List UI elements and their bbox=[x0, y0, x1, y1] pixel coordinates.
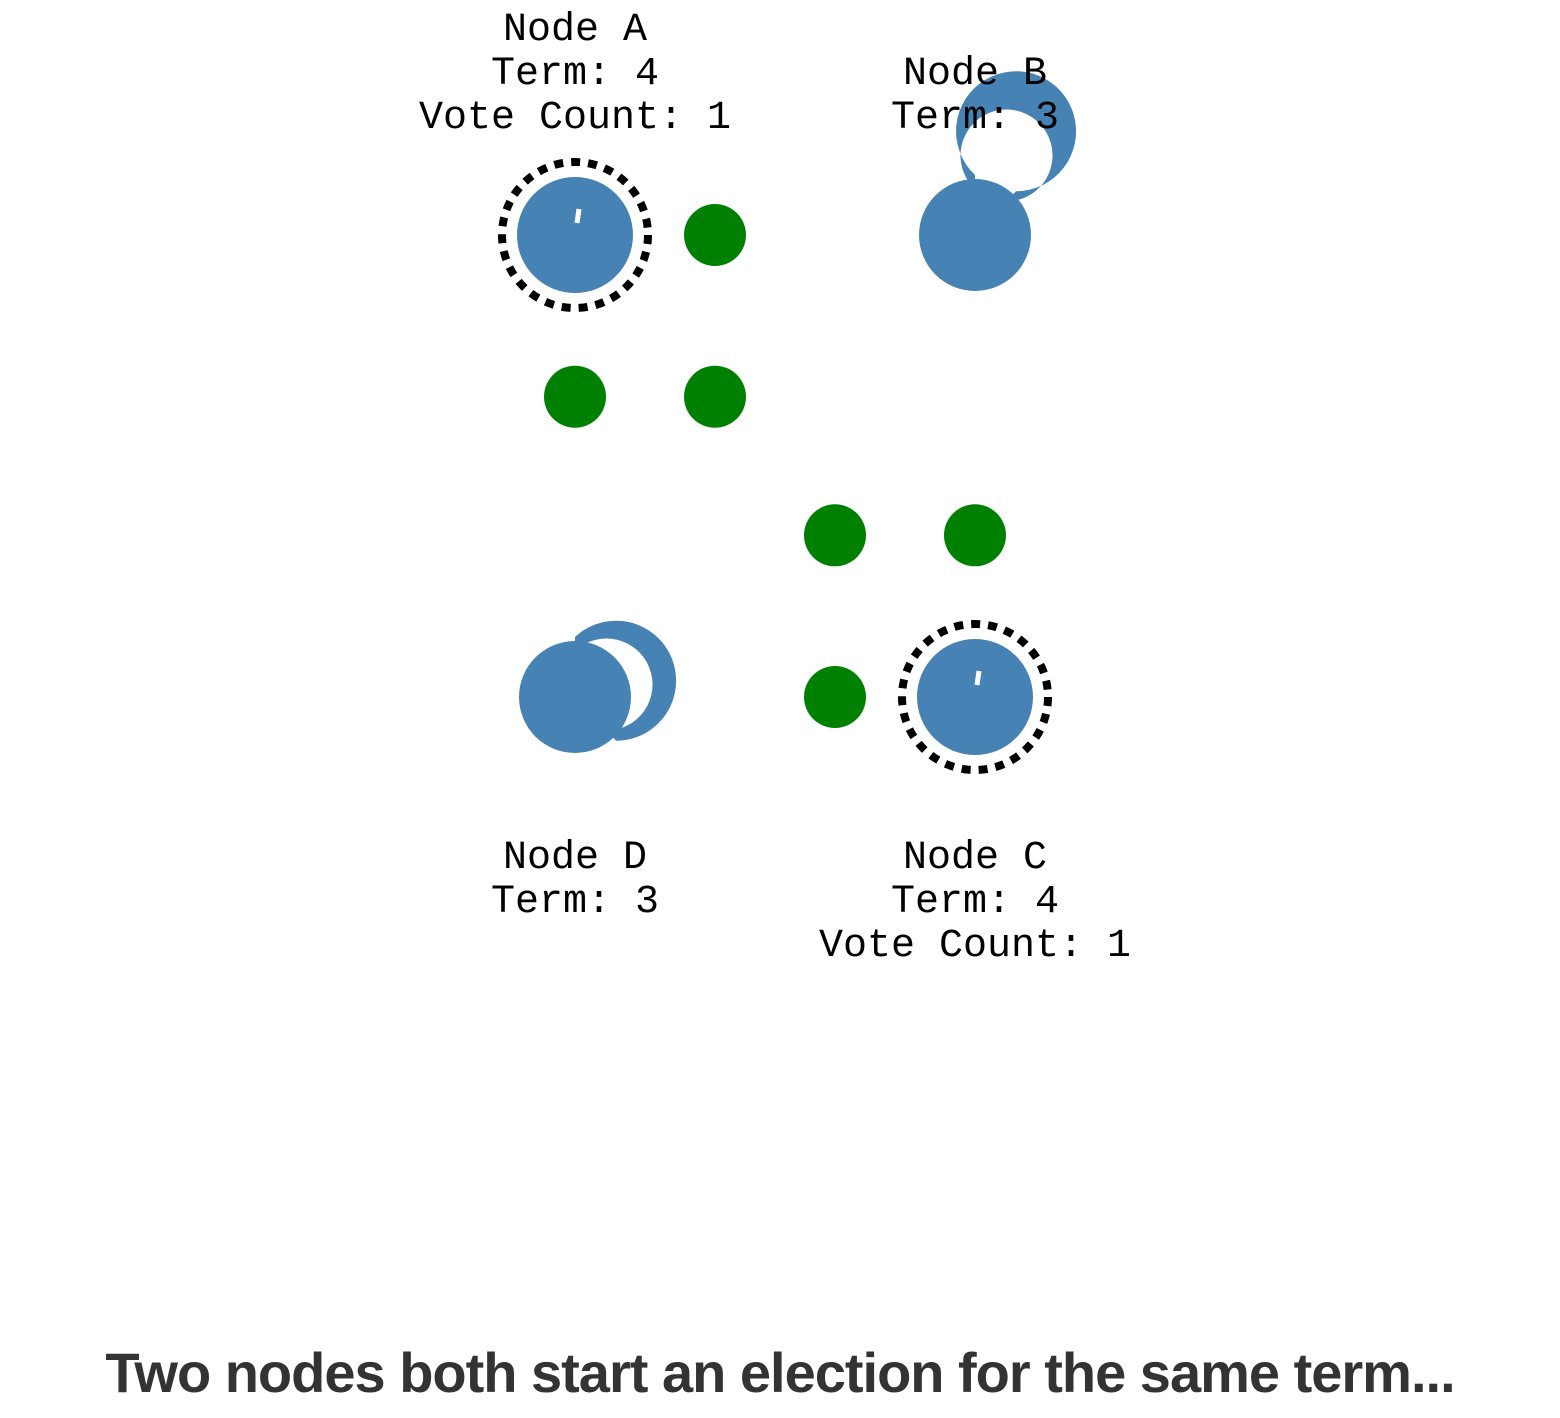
vote-request-message-c-to-b bbox=[944, 504, 1006, 567]
node-c-timeout-marker bbox=[974, 670, 982, 686]
node-b bbox=[919, 71, 1077, 291]
node-name-label-a: Node A bbox=[503, 8, 647, 53]
vote-request-message-c-to-a bbox=[804, 504, 866, 567]
node-term-label-b: Term: 3 bbox=[891, 96, 1059, 141]
node-name-label-c: Node C bbox=[903, 836, 1047, 881]
node-vote-count-label-c: Vote Count: 1 bbox=[819, 924, 1131, 969]
cluster-nodes bbox=[498, 71, 1077, 774]
node-name-label-b: Node B bbox=[903, 52, 1047, 97]
node-name-label-d: Node D bbox=[503, 836, 647, 881]
node-c bbox=[898, 620, 1052, 774]
node-d-body bbox=[519, 641, 631, 753]
vote-request-message-c-to-d bbox=[804, 666, 866, 728]
node-a-candidate-ring bbox=[498, 158, 652, 312]
node-term-label-c: Term: 4 bbox=[891, 880, 1059, 925]
node-term-label-a: Term: 4 bbox=[491, 52, 659, 97]
node-a bbox=[498, 158, 652, 312]
node-vote-count-label-a: Vote Count: 1 bbox=[419, 96, 731, 141]
caption: Two nodes both start an election for the… bbox=[105, 1341, 1455, 1404]
node-a-body bbox=[517, 177, 633, 293]
node-b-timeout-arc bbox=[956, 71, 1077, 202]
node-d bbox=[519, 620, 677, 753]
node-c-body bbox=[917, 639, 1033, 755]
node-b-body bbox=[919, 179, 1031, 291]
node-d-timeout-arc bbox=[575, 620, 677, 741]
vote-request-message-a-to-b bbox=[684, 204, 746, 266]
vote-request-message-a-to-d bbox=[544, 365, 606, 428]
vote-request-message-a-to-c bbox=[684, 365, 746, 428]
node-term-label-d: Term: 3 bbox=[491, 880, 659, 925]
node-c-candidate-ring bbox=[898, 620, 1052, 774]
node-a-timeout-marker bbox=[574, 208, 582, 224]
vote-request-messages bbox=[544, 204, 1006, 728]
